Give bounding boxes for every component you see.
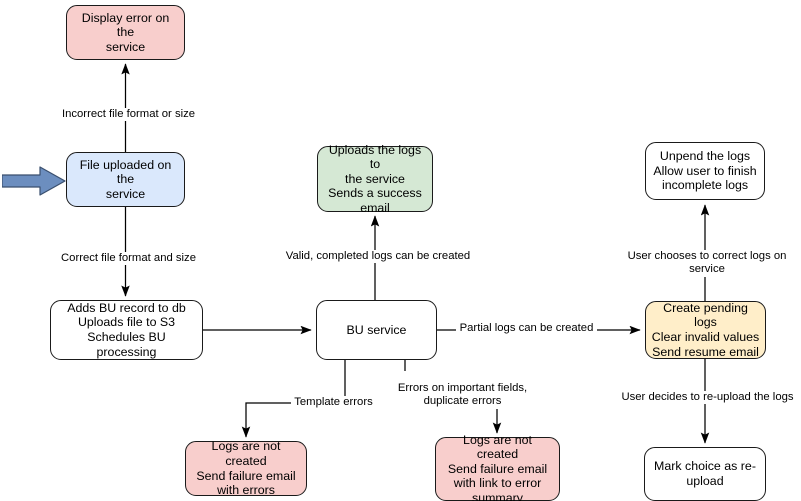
edge-label-correct-format: Correct file format and size [57,252,200,266]
node-logs-not-created-fields[interactable]: Logs are not created Send failure email … [435,433,560,501]
node-unpend-logs-label: Unpend the logs Allow user to finish inc… [653,149,757,193]
edge-label-errors-important-fields: Errors on important fields, duplicate er… [390,382,535,409]
edge-label-partial-logs: Partial logs can be created [456,322,597,336]
node-create-pending-logs-label: Create pending logs Clear invalid values… [651,300,760,359]
node-logs-not-created-template[interactable]: Logs are not created Send failure email … [185,439,307,498]
node-mark-choice-reupload-label: Mark choice as re- upload [654,459,756,488]
node-uploads-logs[interactable]: Uploads the logs to the service Sends a … [317,143,433,215]
node-file-uploaded-label: File uploaded on the service [79,157,172,201]
edge-label-valid-completed: Valid, completed logs can be created [281,250,475,264]
edge-label-template-errors: Template errors [291,396,376,410]
node-adds-bu-record-label: Adds BU record to db Uploads file to S3 … [67,300,186,359]
edge-label-incorrect-format: Incorrect file format or size [55,108,202,122]
node-bu-service[interactable]: BU service [316,300,437,360]
node-uploads-logs-label: Uploads the logs to the service Sends a … [328,142,422,215]
node-unpend-logs[interactable]: Unpend the logs Allow user to finish inc… [645,142,765,200]
node-mark-choice-reupload[interactable]: Mark choice as re- upload [644,447,766,501]
node-create-pending-logs[interactable]: Create pending logs Clear invalid values… [645,301,766,359]
node-display-error[interactable]: Display error on the service [66,5,185,60]
node-logs-not-created-fields-label: Logs are not created Send failure email … [447,432,548,501]
node-logs-not-created-template-label: Logs are not created Send failure email … [196,439,296,498]
node-display-error-label: Display error on the service [81,10,170,54]
node-bu-service-label: BU service [346,322,407,337]
edge-label-user-chooses-correct: User chooses to correct logs on service [607,250,801,277]
node-adds-bu-record[interactable]: Adds BU record to db Uploads file to S3 … [50,300,203,360]
node-file-uploaded[interactable]: File uploaded on the service [66,152,185,207]
edge-label-user-decides-reupload: User decides to re-upload the logs [619,391,796,405]
entry-arrow-icon [2,166,66,196]
